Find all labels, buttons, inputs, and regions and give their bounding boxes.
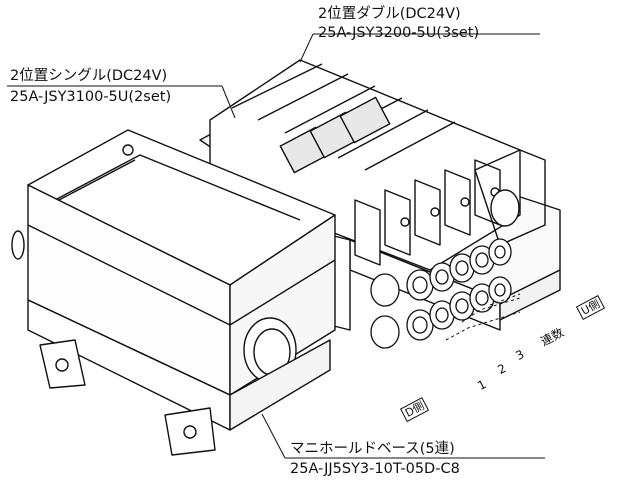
callout-double-part: 25A-JSY3200-5U(3set) <box>318 25 480 41</box>
valve-stack <box>209 59 546 271</box>
fittings <box>370 238 512 349</box>
callout-manifold-title: マニホールドベース(5連) <box>290 441 455 457</box>
electrical-enclosure <box>11 129 336 456</box>
callout-manifold-part: 25A-JJ5SY3-10T-05D-C8 <box>290 461 460 477</box>
callout-double-title: 2位置ダブル(DC24V) <box>318 6 461 22</box>
callout-single-title: 2位置シングル(DC24V) <box>10 68 168 84</box>
callout-lines <box>7 33 545 459</box>
callout-single-part: 25A-JSY3100-5U(2set) <box>10 89 172 105</box>
